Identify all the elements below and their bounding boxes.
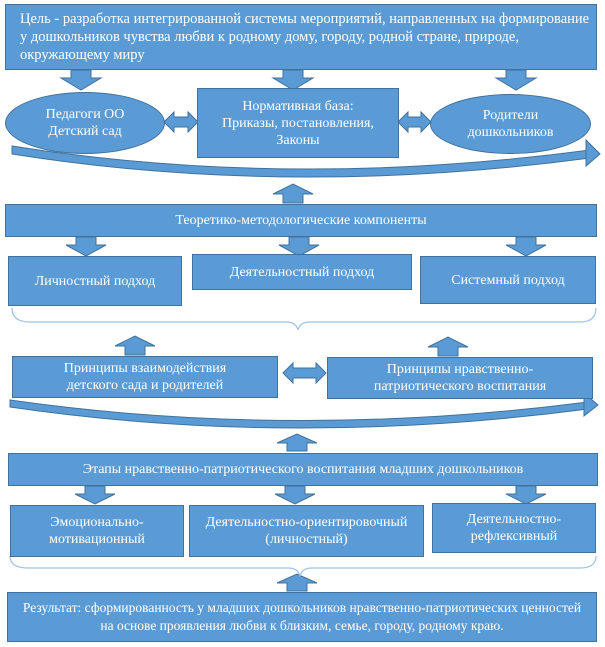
arrow-down-theory-activity xyxy=(278,236,320,257)
arrow-down-goal-parents xyxy=(494,69,538,91)
parents-label: Родители дошкольников xyxy=(467,108,554,140)
approach-activity-box: Деятельностный подход xyxy=(192,254,412,290)
curved-arrow-actors-head xyxy=(585,138,601,168)
stage-emotional-label: Эмоционально- мотивационный xyxy=(49,515,145,547)
arrow-down-stages-oriented xyxy=(274,485,316,505)
stage-oriented-box: Деятельностно-ориентировочный (личностны… xyxy=(189,505,424,557)
theory-box: Теоретико-методологические компоненты xyxy=(5,204,597,237)
curved-arrow-principles xyxy=(9,399,589,429)
theory-title: Теоретико-методологические компоненты xyxy=(175,213,427,228)
approach-personal-box: Личностный подход xyxy=(8,256,182,306)
arrow-up-to-interaction-principles xyxy=(114,335,156,356)
brace-approaches xyxy=(11,307,597,331)
approach-system-box: Системный подход xyxy=(420,256,596,304)
teachers-label: Педагоги ОО Детский сад xyxy=(45,107,125,139)
stage-reflexive-label: Деятельностно- рефлексивный xyxy=(466,512,562,544)
normative-base-label: Нормативная база: Приказы, постановления… xyxy=(222,98,374,148)
approach-system-label: Системный подход xyxy=(451,272,565,288)
result-box: Результат: сформированность у младших до… xyxy=(7,592,597,642)
moral-principles-label: Принципы нравственно- патриотического во… xyxy=(373,362,547,394)
arrow-down-stages-emotional xyxy=(74,485,116,505)
approach-personal-label: Личностный подход xyxy=(34,273,156,289)
moral-principles-box: Принципы нравственно- патриотического во… xyxy=(327,357,593,399)
normative-base-box: Нормативная база: Приказы, постановления… xyxy=(197,88,399,158)
arrow-down-stages-reflexive xyxy=(505,485,547,505)
stages-box: Этапы нравственно-патриотического воспит… xyxy=(8,453,598,486)
arrow-down-goal-teachers xyxy=(59,69,103,91)
brace-stages xyxy=(9,555,597,577)
arrow-up-to-theory xyxy=(272,183,314,204)
double-arrow-teachers-normative xyxy=(163,110,199,134)
arrow-up-to-result xyxy=(276,573,318,592)
stage-reflexive-box: Деятельностно- рефлексивный xyxy=(432,503,596,553)
arrow-down-theory-personal xyxy=(65,236,107,257)
interaction-principles-label: Принципы взаимодействия детского сада и … xyxy=(63,361,227,393)
double-arrow-normative-parents xyxy=(397,110,432,134)
arrow-down-theory-system xyxy=(505,236,547,257)
arrow-up-to-stages xyxy=(276,433,318,452)
goal-text: Цель - разработка интегрированной систем… xyxy=(20,11,590,63)
approach-activity-label: Деятельностный подход xyxy=(229,264,375,280)
arrow-up-to-moral-principles xyxy=(427,336,469,357)
interaction-principles-box: Принципы взаимодействия детского сада и … xyxy=(12,356,278,398)
stage-emotional-box: Эмоционально- мотивационный xyxy=(10,505,184,557)
teachers-ellipse: Педагоги ОО Детский сад xyxy=(5,92,165,154)
result-text: Результат: сформированность у младших до… xyxy=(22,600,582,633)
stage-oriented-label: Деятельностно-ориентировочный (личностны… xyxy=(205,515,408,547)
parents-ellipse: Родители дошкольников xyxy=(430,94,591,154)
arrow-down-goal-normative xyxy=(271,69,315,91)
double-arrow-principles xyxy=(282,361,327,385)
goal-box: Цель - разработка интегрированной систем… xyxy=(5,4,597,70)
stages-title: Этапы нравственно-патриотического воспит… xyxy=(82,462,524,477)
